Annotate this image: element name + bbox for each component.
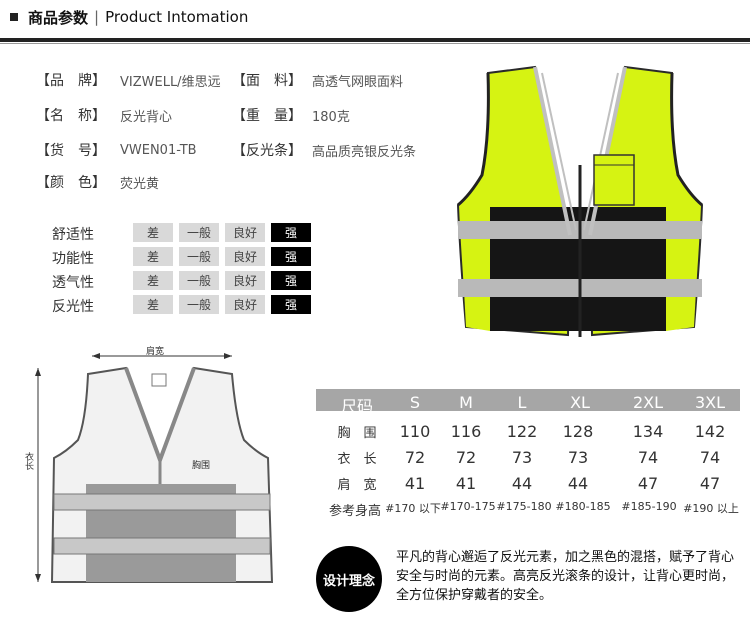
chest-label: 胸围: [192, 461, 211, 471]
rating-level: 一般: [179, 247, 219, 266]
size-cell: 134: [632, 422, 664, 441]
design-badge: 设计理念: [316, 546, 382, 612]
size-cell: 41: [455, 474, 477, 493]
rating-level-selected: 强: [271, 247, 311, 266]
size-cell: #170 以下: [385, 502, 441, 515]
header-title-zh: 商品参数: [28, 8, 89, 27]
rating-level: 一般: [179, 295, 219, 314]
header-divider: [0, 38, 750, 42]
spec-label: 【面 料】: [232, 73, 302, 89]
spec-value: 高透气网眼面料: [312, 74, 404, 90]
spec-weight: 【重 量】 180克: [232, 105, 350, 125]
size-table-header-bar: [316, 389, 740, 411]
spec-item-no: 【货 号】 VWEN01-TB: [36, 140, 197, 160]
header-title-en: Product Intomation: [105, 8, 249, 26]
rating-level: 良好: [225, 247, 265, 266]
spec-name: 【名 称】 反光背心: [36, 105, 172, 125]
size-cell: 72: [455, 448, 477, 467]
design-description: 平凡的背心邂逅了反光元素，加之黑色的混搭，赋予了背心安全与时尚的元素。高亮反光滚…: [396, 550, 735, 603]
size-cell: 74: [699, 448, 721, 467]
rating-level-selected: 强: [271, 271, 311, 290]
size-cell: #190 以上: [683, 502, 739, 515]
spec-fabric: 【面 料】 高透气网眼面料: [232, 70, 403, 90]
rating-level: 良好: [225, 271, 265, 290]
size-cell: #185-190: [621, 500, 677, 513]
spec-brand: 【品 牌】 VIZWELL/维思远: [36, 70, 221, 90]
square-bullet-icon: [10, 13, 18, 21]
size-cell: 122: [506, 422, 538, 441]
rating-level: 差: [133, 295, 173, 314]
size-cell: #170-175: [440, 500, 496, 513]
size-cell: 116: [450, 422, 482, 441]
rating-label: 舒适性: [52, 227, 94, 243]
rating-level-selected: 强: [271, 295, 311, 314]
spec-label: 【反光条】: [232, 143, 302, 159]
spec-value: 反光背心: [120, 109, 173, 125]
rating-level: 良好: [225, 223, 265, 242]
size-row-label: 胸 围: [337, 426, 377, 441]
rating-level: 一般: [179, 223, 219, 242]
spec-color: 【颜 色】 荧光黄: [36, 172, 159, 192]
size-cell: 47: [699, 474, 721, 493]
spec-label: 【颜 色】: [36, 175, 106, 191]
rating-level-selected: 强: [271, 223, 311, 242]
size-cell: #180-185: [555, 500, 611, 513]
size-cell: 73: [511, 448, 533, 467]
rating-level: 差: [133, 247, 173, 266]
size-row-label: 参考身高: [328, 504, 381, 519]
rating-label: 功能性: [52, 251, 94, 267]
rating-level: 差: [133, 271, 173, 290]
spec-label: 【名 称】: [36, 108, 106, 124]
spec-value: 荧光黄: [120, 176, 160, 192]
size-cell: 44: [567, 474, 589, 493]
rating-level: 良好: [225, 295, 265, 314]
size-cell: 142: [694, 422, 726, 441]
spec-value: VIZWELL/维思远: [120, 74, 221, 90]
measurement-diagram: [35, 353, 274, 583]
spec-value: 180克: [312, 109, 350, 125]
shoulder-label: 肩宽: [146, 347, 165, 357]
size-cell: 41: [404, 474, 426, 493]
spec-label: 【品 牌】: [36, 73, 106, 89]
size-row-label: 衣 长: [337, 452, 377, 467]
spec-value: VWEN01-TB: [120, 142, 197, 158]
size-cell: #175-180: [496, 500, 552, 513]
size-cell: 74: [637, 448, 659, 467]
rating-level: 一般: [179, 271, 219, 290]
rating-label: 透气性: [52, 275, 94, 291]
spec-label: 【货 号】: [36, 143, 106, 159]
header-separator: |: [94, 8, 100, 26]
size-row-label: 肩 宽: [337, 478, 377, 493]
spec-reflective-strip: 【反光条】 高品质亮银反光条: [232, 140, 416, 160]
size-cell: 73: [567, 448, 589, 467]
size-cell: 72: [404, 448, 426, 467]
size-cell: 44: [511, 474, 533, 493]
section-header: 商品参数 | Product Intomation: [0, 0, 750, 34]
spec-label: 【重 量】: [232, 108, 302, 124]
size-cell: 110: [399, 422, 431, 441]
product-vest-image: [456, 65, 704, 337]
rating-label: 反光性: [52, 299, 94, 315]
spec-value: 高品质亮银反光条: [312, 144, 417, 160]
size-cell: 128: [562, 422, 594, 441]
length-label: 衣长: [23, 452, 33, 470]
rating-level: 差: [133, 223, 173, 242]
size-cell: 47: [637, 474, 659, 493]
header-divider-thin: [0, 43, 750, 44]
